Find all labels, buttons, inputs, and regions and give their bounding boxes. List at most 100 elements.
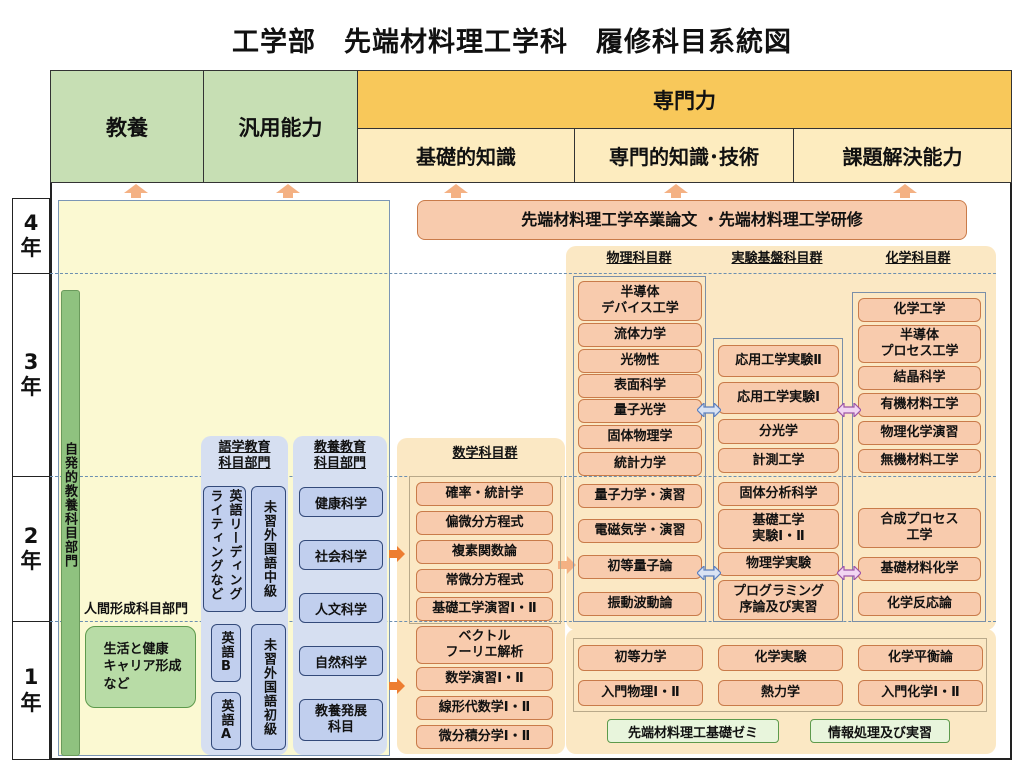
arrow-right-icon xyxy=(389,546,405,562)
up-arrow-icon xyxy=(664,184,688,198)
ningen-label: 人間形成科目部門 xyxy=(84,602,189,617)
phys-handotai-label: 半導体 デバイス工学 xyxy=(601,285,679,316)
exp-oyo2: 応用工学実験Ⅱ xyxy=(718,345,839,377)
kyoyo-dept-head: 教養教育 科目部門 xyxy=(313,440,366,472)
exp-oyo2-label: 応用工学実験Ⅱ xyxy=(735,353,822,369)
header-kiso: 基礎的知識 xyxy=(357,128,575,183)
year1-frame xyxy=(573,638,987,712)
chem-butsurikagaku-label: 物理化学演習 xyxy=(880,425,959,441)
chemistry-head: 化学科目群 xyxy=(885,251,951,266)
phys-kobussei-label: 光物性 xyxy=(620,353,660,369)
math-jobibun: 常微分方程式 xyxy=(416,569,553,593)
gogaku-eigo-reading: 英語リーディングライティングなど xyxy=(203,486,246,612)
chem-handotaiprocess-label: 半導体 プロセス工学 xyxy=(880,328,959,359)
exp-kisojikken-label: 基礎工学 実験Ⅰ・Ⅱ xyxy=(752,513,805,544)
math-fukuso-label: 複素関数論 xyxy=(451,544,517,560)
year-4-label: 年 xyxy=(20,236,42,260)
math-bibun-label: 微分積分学Ⅰ・Ⅱ xyxy=(438,729,531,745)
chem-hanno: 化学反応論 xyxy=(858,592,981,616)
phys-ryoshikogaku: 量子光学 xyxy=(578,399,702,423)
header-kyoyo: 教養 xyxy=(50,70,204,183)
jihatsu-bar xyxy=(61,290,80,756)
phys-kotai-label: 固体物理学 xyxy=(607,429,673,445)
phys-ryutai: 流体力学 xyxy=(578,323,702,347)
y1-johoshori-label: 情報処理及び実習 xyxy=(827,725,932,741)
phys-hyomen: 表面科学 xyxy=(578,374,702,398)
chem-gosei-label: 合成プロセス 工学 xyxy=(880,512,959,543)
chem-kagakukogaku-label: 化学工学 xyxy=(893,302,946,318)
y1-nyumonbutsuri: 入門物理Ⅰ・Ⅱ xyxy=(578,680,703,706)
math-kakuritsu-label: 確率・統計学 xyxy=(445,486,524,502)
phys-ryutai-label: 流体力学 xyxy=(613,327,666,343)
page-title: 工学部 先端材料理工学科 履修科目系統図 xyxy=(232,27,792,58)
chem-gosei: 合成プロセス 工学 xyxy=(858,508,981,548)
math-senkei: 線形代数学Ⅰ・Ⅱ xyxy=(416,696,553,720)
gogaku-eigo-reading-label: 英語リーディングライティングなど xyxy=(207,489,242,601)
year-3-label: 年 xyxy=(20,375,42,399)
gogaku-mishu-shokyu-label: 未習外国語初級 xyxy=(261,638,276,736)
chem-muki: 無機材料工学 xyxy=(858,449,981,473)
exp-kisojikken: 基礎工学 実験Ⅰ・Ⅱ xyxy=(718,509,839,549)
math-vector: ベクトル フーリエ解析 xyxy=(416,626,553,664)
math-enshu: 数学演習Ⅰ・Ⅱ xyxy=(416,667,553,691)
chem-handotaiprocess: 半導体 プロセス工学 xyxy=(858,325,981,363)
kyoyo-shizen-label: 自然科学 xyxy=(314,655,367,671)
year-separator xyxy=(50,273,996,274)
math-kakuritsu: 確率・統計学 xyxy=(416,482,553,506)
header-hanyo-label: 汎用能力 xyxy=(238,115,323,140)
kyoyo-shizen: 自然科学 xyxy=(299,646,383,676)
exp-programming: プログラミング 序論及び実習 xyxy=(718,580,839,620)
gogaku-head: 語学教育 科目部門 xyxy=(218,440,271,472)
phys-kotai: 固体物理学 xyxy=(578,425,702,449)
kyoyo-shakai-label: 社会科学 xyxy=(314,549,367,565)
double-arrow-icon xyxy=(837,403,861,417)
y1-netsurikigaku-label: 熱力学 xyxy=(760,685,800,701)
math-head: 数学科目群 xyxy=(452,446,518,461)
phys-denjiki: 電磁気学・演習 xyxy=(578,519,702,543)
arrow-right-icon xyxy=(389,678,405,694)
kyoyo-kenko-label: 健康科学 xyxy=(314,496,367,512)
chem-kessho-label: 結晶科学 xyxy=(893,370,946,386)
up-arrow-icon xyxy=(124,184,148,198)
header-gijutsu-label: 専門的知識･技術 xyxy=(609,145,759,169)
phys-ryoshirikigaku: 量子力学・演習 xyxy=(578,484,702,508)
gogaku-mishu-chukyu-label: 未習外国語中級 xyxy=(261,500,276,598)
phys-kobussei: 光物性 xyxy=(578,349,702,373)
phys-tokei: 統計力学 xyxy=(578,452,702,476)
kyoyo-hatten: 教養発展 科目 xyxy=(299,699,383,741)
gogaku-mishu-chukyu: 未習外国語中級 xyxy=(251,486,286,612)
gogaku-mishu-shokyu: 未習外国語初級 xyxy=(251,624,286,750)
gogaku-eigo-b: 英語B xyxy=(211,624,241,682)
gogaku-eigo-a-label: 英語A xyxy=(218,699,234,743)
math-henbibun-label: 偏微分方程式 xyxy=(445,515,524,531)
phys-ryoshirikigaku-label: 量子力学・演習 xyxy=(594,488,686,504)
experiment-column xyxy=(713,338,843,622)
up-arrow-icon xyxy=(893,184,917,198)
experiment-head: 実験基盤科目群 xyxy=(731,251,823,266)
exp-keisoku-label: 計測工学 xyxy=(752,452,805,468)
double-arrow-icon xyxy=(837,566,861,580)
ningen-course-label: 生活と健康 キャリア形成 など xyxy=(103,641,182,692)
header-gijutsu: 専門的知識･技術 xyxy=(574,128,794,183)
header-kadai-label: 課題解決能力 xyxy=(842,145,963,169)
chem-yuki: 有機材料工学 xyxy=(858,393,981,417)
chemistry-column xyxy=(852,292,986,622)
y1-kagakujikken-label: 化学実験 xyxy=(754,650,807,666)
math-kisoenshu-label: 基礎工学演習Ⅰ・Ⅱ xyxy=(432,601,537,617)
chem-kisozairyo: 基礎材料化学 xyxy=(858,557,981,581)
exp-bunko: 分光学 xyxy=(718,419,839,444)
kyoyo-jinbun: 人文科学 xyxy=(299,593,383,623)
phys-denjiki-label: 電磁気学・演習 xyxy=(594,523,686,539)
chem-yuki-label: 有機材料工学 xyxy=(880,397,959,413)
phys-tokei-label: 統計力学 xyxy=(613,456,666,472)
exp-butsurijikken-label: 物理学実験 xyxy=(745,556,811,572)
year-1-num: 1 xyxy=(23,665,39,690)
year-4-num: 4 xyxy=(23,210,39,235)
phys-shindo: 振動波動論 xyxy=(578,592,702,616)
math-vector-label: ベクトル フーリエ解析 xyxy=(445,629,524,660)
up-arrow-icon xyxy=(444,184,468,198)
jihatsu-label: 自発的教養科目部門 xyxy=(62,442,77,568)
chem-butsurikagaku: 物理化学演習 xyxy=(858,421,981,445)
